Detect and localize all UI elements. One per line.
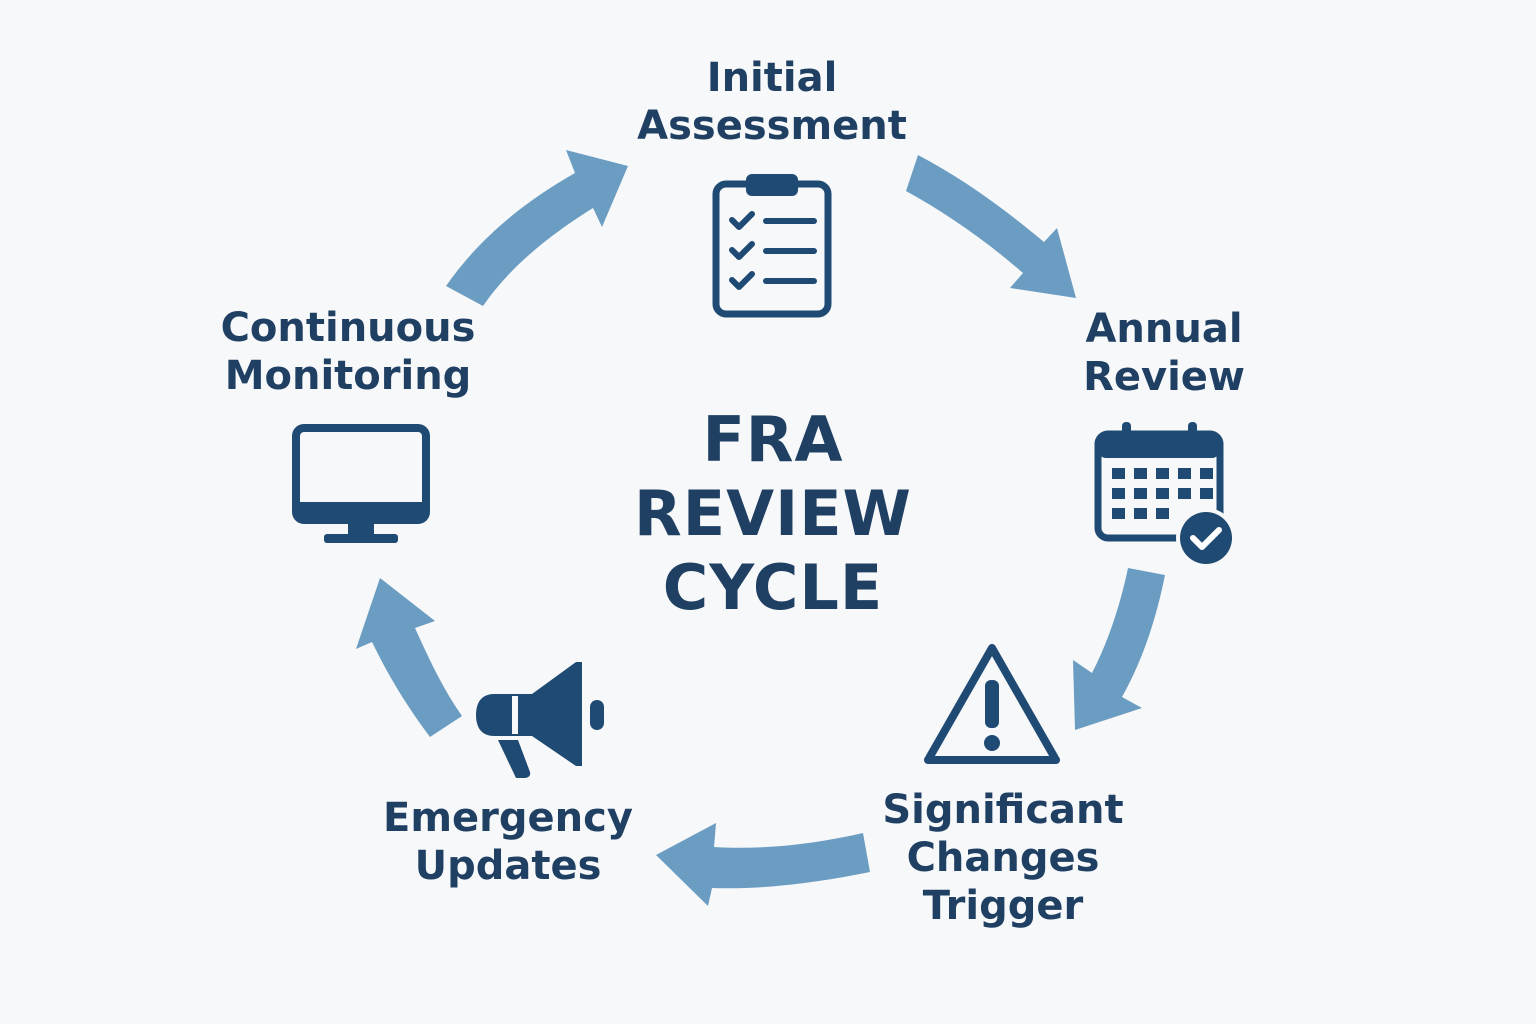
step-label-line: Changes — [906, 835, 1100, 881]
megaphone-icon — [476, 662, 604, 778]
step-label-line: Assessment — [637, 103, 907, 149]
step-label-line: Emergency — [383, 795, 633, 841]
arrow-continuous-to-initial — [446, 150, 628, 306]
step-label-initial-assessment: Initial Assessment — [622, 54, 922, 150]
step-label-line: Monitoring — [224, 353, 472, 399]
step-label-line: Initial — [706, 55, 838, 101]
center-title-line: CYCLE — [662, 551, 884, 624]
arrow-initial-to-annual — [906, 155, 1076, 298]
step-label-emergency-updates: Emergency Updates — [368, 794, 648, 890]
step-label-annual-review: Annual Review — [1064, 305, 1264, 401]
arrow-significant-to-emergency — [656, 823, 870, 906]
step-label-line: Updates — [414, 843, 602, 889]
calendar-check-icon — [1094, 422, 1236, 568]
warning-triangle-icon — [924, 644, 1060, 764]
arrow-annual-to-significant — [1073, 568, 1165, 730]
step-label-line: Significant — [882, 787, 1124, 833]
step-label-continuous-monitoring: Continuous Monitoring — [198, 304, 498, 400]
step-label-significant-changes-trigger: Significant Changes Trigger — [868, 786, 1138, 930]
center-title-line: REVIEW — [634, 477, 912, 550]
arrow-emergency-to-continuous — [356, 578, 462, 737]
step-label-line: Trigger — [922, 883, 1084, 929]
step-label-line: Review — [1083, 354, 1245, 400]
center-title-line: FRA — [702, 403, 844, 476]
step-label-line: Continuous — [220, 305, 476, 351]
clipboard-checklist-icon — [712, 174, 832, 318]
monitor-icon — [292, 424, 430, 543]
center-title: FRA REVIEW CYCLE — [543, 403, 1003, 625]
step-label-line: Annual — [1085, 306, 1243, 352]
